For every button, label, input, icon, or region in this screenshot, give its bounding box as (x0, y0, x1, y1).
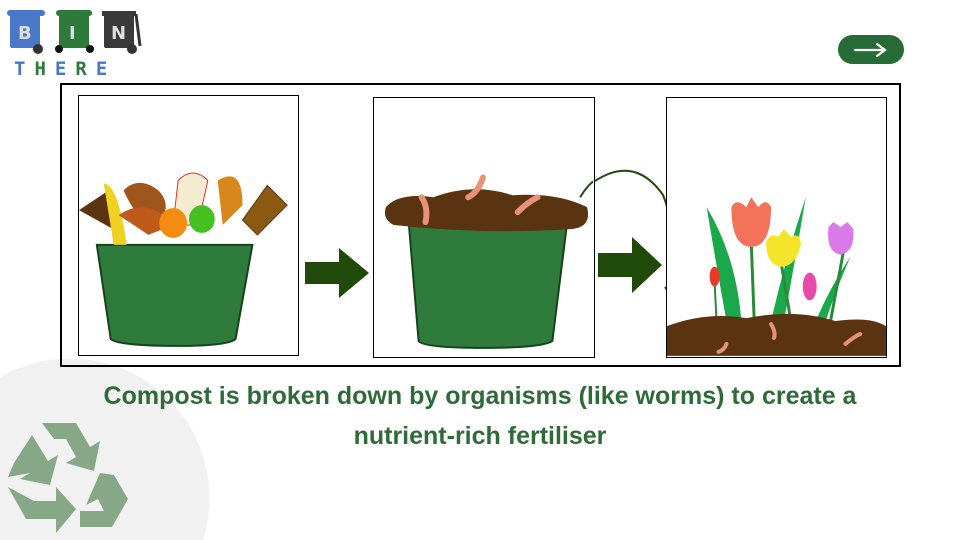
caption-line-2: nutrient-rich fertiliser (353, 422, 607, 450)
arrow-right-icon (853, 42, 887, 57)
bin-there-logo: B I N THERE (4, 6, 144, 80)
panel-worms-soil (373, 97, 595, 358)
panel-compost-bin (78, 95, 299, 356)
svg-text:N: N (111, 23, 126, 44)
logo-word: THERE (14, 58, 117, 80)
arrow-right-icon (598, 237, 662, 293)
svg-text:I: I (69, 23, 76, 44)
arrow-right-icon (305, 248, 369, 298)
compost-process-frame (60, 83, 901, 367)
svg-text:B: B (18, 23, 32, 44)
panel-flowers (666, 97, 887, 358)
recycle-icon (8, 423, 128, 533)
next-button[interactable] (838, 35, 904, 64)
caption-line-1: Compost is broken down by organisms (lik… (103, 382, 857, 410)
caption: Compost is broken down by organisms (lik… (20, 376, 940, 456)
